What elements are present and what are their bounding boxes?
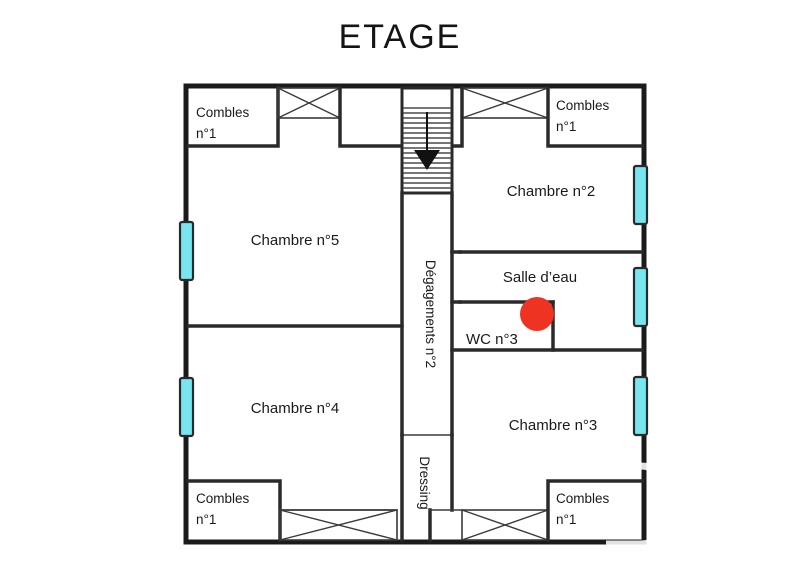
- void-bottom-left: [279, 509, 398, 541]
- label-combles-top-left-line2: n°1: [196, 126, 216, 141]
- staircase: [400, 86, 454, 195]
- label-combles-top-right-line2: n°1: [556, 119, 576, 134]
- label-combles-bottom-right: Combles: [556, 491, 610, 506]
- label-combles-bottom-left: Combles: [196, 491, 250, 506]
- void-top-right: [450, 86, 549, 148]
- void-bottom-right: [461, 509, 549, 541]
- page-title: ETAGE: [338, 18, 462, 56]
- label-chambre-5: Chambre n°5: [251, 232, 340, 249]
- label-chambre-3: Chambre n°3: [509, 417, 598, 434]
- room-combles-bottom-left: [186, 479, 282, 542]
- label-combles-bottom-left-line2: n°1: [196, 512, 216, 527]
- stair-direction-arrow-head: [414, 150, 440, 170]
- location-marker[interactable]: [520, 297, 554, 331]
- window-right-salledeau: [632, 266, 649, 328]
- label-dressing: Dressing: [417, 456, 432, 509]
- room-combles-top-right: [546, 86, 644, 148]
- window-right-chambre3: [632, 375, 649, 437]
- window-left-chambre4: [178, 376, 195, 438]
- window-right-chambre2: [632, 164, 649, 226]
- label-chambre-4: Chambre n°4: [251, 400, 340, 417]
- label-chambre-2: Chambre n°2: [507, 183, 596, 200]
- label-combles-top-right: Combles: [556, 98, 610, 113]
- window-left-chambre5: [178, 220, 195, 282]
- room-dressing: [400, 433, 463, 542]
- label-wc-3: WC n°3: [466, 331, 518, 348]
- room-degagements-2: [400, 191, 454, 437]
- label-combles-top-left: Combles: [196, 105, 250, 120]
- watermark-overlay: [606, 462, 666, 548]
- room-combles-bottom-right: [546, 479, 644, 542]
- label-salle-d-eau: Salle d’eau: [503, 269, 577, 286]
- label-combles-bottom-right-line2: n°1: [556, 512, 576, 527]
- void-top-left: [277, 86, 404, 148]
- label-degagements-2: Dégagements n°2: [423, 260, 438, 368]
